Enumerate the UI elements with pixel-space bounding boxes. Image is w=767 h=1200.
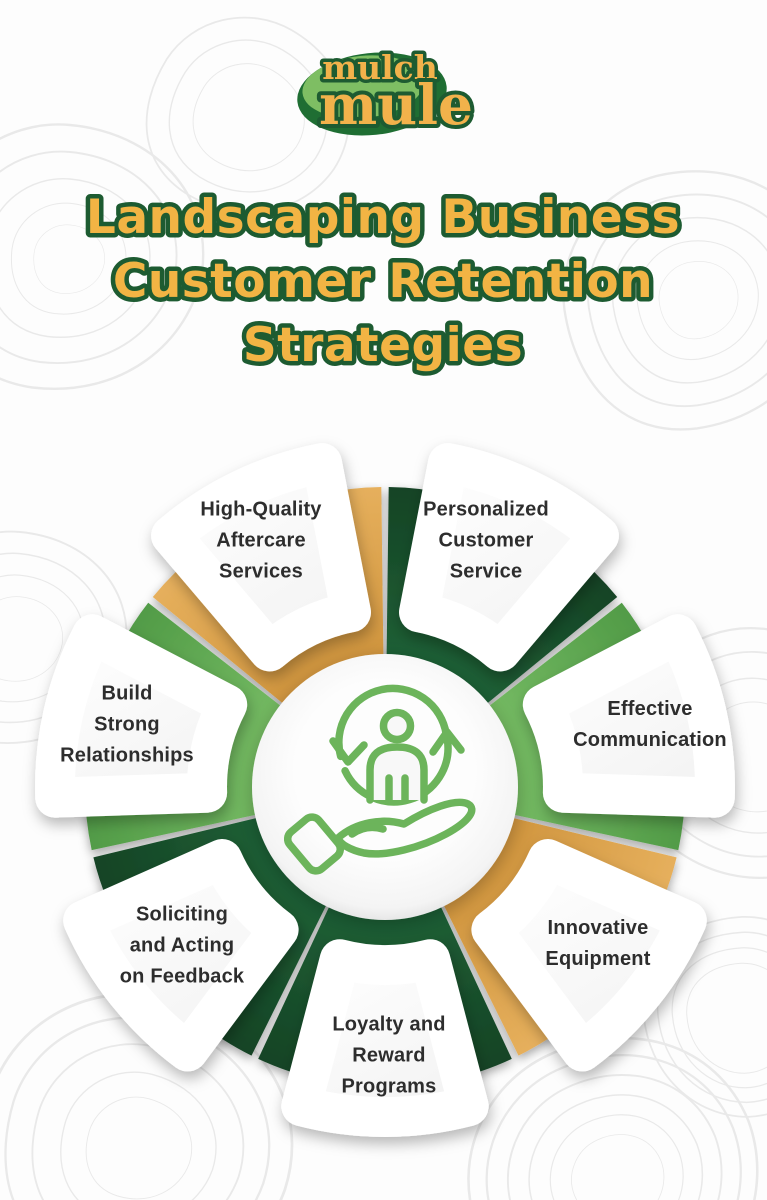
hand-cuff (283, 813, 345, 875)
person-body (366, 743, 428, 804)
logo-word-mule: mule (319, 72, 473, 137)
card-effective-communication (522, 614, 735, 818)
hand-thumb (348, 823, 387, 838)
person-head (379, 708, 415, 744)
cycle-arc-top (335, 684, 450, 761)
card-personalized-customer-service (399, 443, 619, 672)
mulchmule-logo: mulch mule (297, 45, 477, 141)
card-high-quality-aftercare (151, 443, 371, 672)
person-legs (385, 774, 409, 804)
card-soliciting-feedback (63, 839, 299, 1072)
logo-word-mulch: mulch (322, 48, 438, 87)
retention-wheel (35, 443, 735, 1137)
title-line-1: Landscaping Business (86, 190, 680, 245)
card-build-strong-relationships (35, 614, 248, 818)
card-innovative-equipment (471, 839, 707, 1072)
hand-palm (334, 798, 476, 858)
title-line-2: Customer Retention (113, 254, 653, 309)
card-loyalty-reward-programs (281, 939, 489, 1137)
cycle-arrowhead-right (429, 728, 465, 756)
customer-retention-icon (283, 684, 476, 875)
page-title: Landscaping Business Customer Retention … (81, 186, 684, 378)
logo-oval-light (302, 55, 424, 119)
wedge-cards (35, 443, 735, 1137)
cycle-arrowhead-left (329, 737, 368, 766)
title-line-3: Strategies (243, 318, 523, 373)
